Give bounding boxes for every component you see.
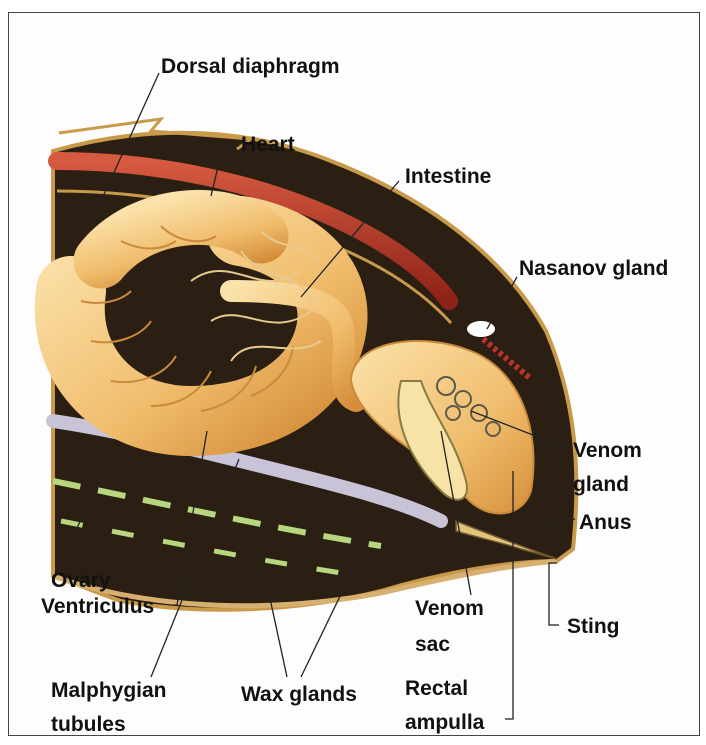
label-rectal-ampulla-line1: Rectal bbox=[405, 677, 468, 700]
diagram-frame: Dorsal diaphragm Heart Intestine Nasanov… bbox=[8, 12, 700, 736]
label-intestine: Intestine bbox=[405, 165, 491, 188]
label-rectal-ampulla-line2: ampulla bbox=[405, 711, 485, 734]
label-malphygian-line1: Malphygian bbox=[51, 679, 167, 702]
label-ovary: Ovary bbox=[51, 569, 111, 592]
label-malphygian-line2: tubules bbox=[51, 713, 126, 735]
label-sting: Sting bbox=[567, 615, 620, 638]
label-venom-gland-line2: gland bbox=[573, 473, 629, 496]
label-dorsal-diaphragm: Dorsal diaphragm bbox=[161, 55, 340, 78]
label-wax-glands: Wax glands bbox=[241, 683, 357, 706]
bee-abdomen-diagram: Dorsal diaphragm Heart Intestine Nasanov… bbox=[9, 13, 699, 735]
label-venom-sac-line2: sac bbox=[415, 633, 450, 656]
label-ventriculus: Ventriculus bbox=[41, 595, 154, 618]
label-heart: Heart bbox=[241, 133, 295, 156]
label-venom-sac-line1: Venom bbox=[415, 597, 484, 620]
label-nasanov-gland: Nasanov gland bbox=[519, 257, 668, 280]
label-anus: Anus bbox=[579, 511, 632, 534]
label-venom-gland-line1: Venom bbox=[573, 439, 642, 462]
